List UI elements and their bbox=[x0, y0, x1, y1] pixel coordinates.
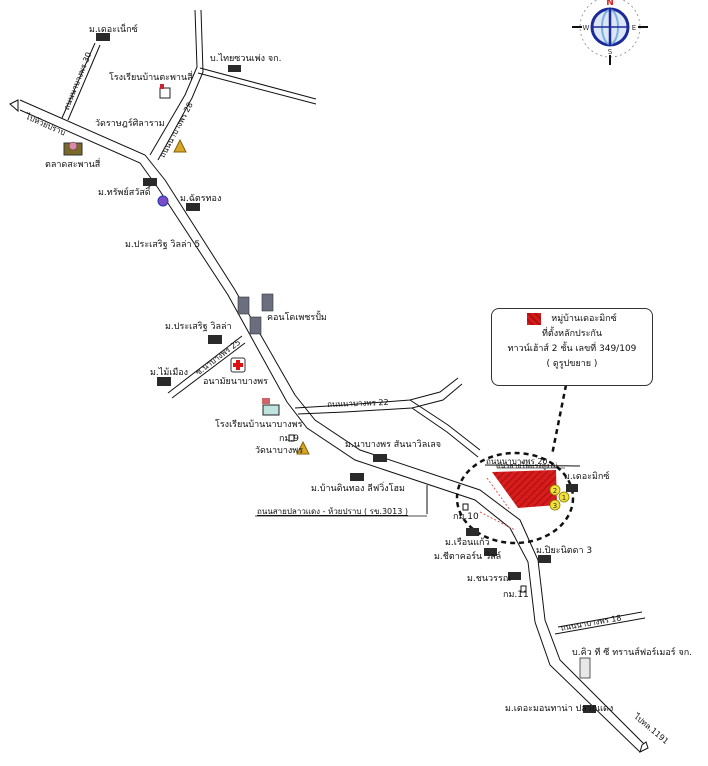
label-school-nabangphon: โรงเรียนบ้านนาบางพร bbox=[215, 420, 303, 430]
building-icons bbox=[96, 33, 596, 713]
road-soi-30 bbox=[61, 42, 101, 121]
road-thai-company bbox=[197, 67, 317, 105]
site-parcel bbox=[492, 470, 557, 508]
label-mu-maingam: ม.ไม้เมือง bbox=[150, 368, 189, 378]
marker-3-label: 3 bbox=[553, 502, 557, 510]
building-icon bbox=[143, 178, 157, 186]
site-highlight-circle bbox=[455, 451, 575, 545]
label-mu-ban-din-thong: ม.บ้านดินทอง ลีฟวิ่งโฮม bbox=[311, 484, 405, 494]
building-icon bbox=[508, 572, 521, 580]
marker-3 bbox=[549, 499, 561, 511]
label-mu-nabangphon: ม.นาบางพร สันนาวิลเลจ bbox=[345, 440, 442, 450]
km-post-icon bbox=[288, 434, 295, 442]
building-icon bbox=[157, 377, 171, 386]
label-hospital: อนามัยนาบางพร bbox=[203, 377, 268, 387]
building-icon bbox=[583, 705, 596, 713]
building-icon bbox=[466, 528, 479, 536]
label-road-20: ถนนนาบางพร 20 bbox=[486, 457, 548, 466]
company-tower-icon bbox=[579, 657, 591, 679]
label-km9: กม.9 bbox=[279, 434, 299, 444]
arrow-to-1191-icon bbox=[639, 741, 649, 753]
hospital-icon bbox=[230, 357, 246, 373]
label-mu-the-mix: ม.เดอะมิกซ์ bbox=[564, 472, 610, 482]
label-mu-piyanit3: ม.ปิยะนิตดา 3 bbox=[536, 546, 593, 556]
km-post-icon bbox=[520, 585, 527, 593]
road-18 bbox=[554, 611, 646, 635]
label-company-tt: บ.คิว ที ซี ทรานส์ฟอร์เมอร์ จก. bbox=[572, 648, 693, 658]
label-power-line: แนวสายไฟแรงสูงไม่ bbox=[496, 462, 558, 470]
label-mu-chatthong: ม.ฉัตรทอง bbox=[180, 194, 222, 204]
label-km10: กม.10 bbox=[453, 512, 479, 522]
road-20 bbox=[484, 464, 581, 467]
building-icon bbox=[228, 65, 241, 72]
main-road bbox=[19, 99, 646, 753]
marker-1 bbox=[558, 491, 570, 503]
callout-connector bbox=[550, 384, 568, 456]
condo-tower-icons bbox=[237, 293, 274, 335]
label-km11: กม.11 bbox=[503, 590, 529, 600]
label-mu-chanawan: ม.ชนวรรณ bbox=[467, 574, 512, 584]
temple-icon bbox=[173, 138, 187, 153]
road-soi-25 bbox=[167, 335, 246, 399]
compass-west-label: W bbox=[583, 24, 590, 32]
info-box-title-row: หมู่บ้านเดอะมิกซ์ bbox=[492, 312, 652, 327]
label-mu-prasertchai-5: ม.ประเสริฐ วิลล่า 5 bbox=[125, 240, 201, 250]
label-wat-burapha: วัดราษฎร์ศิลาราม bbox=[95, 119, 165, 129]
compass-east-label: E bbox=[632, 24, 636, 32]
label-mu-fenkaew: ม.ชีตาคอร์น วิลล์ bbox=[434, 552, 502, 562]
compass-rose-icon: N S W E bbox=[572, 0, 648, 65]
marker-2 bbox=[549, 484, 561, 496]
building-icon bbox=[538, 555, 551, 563]
label-market: ตลาดสะพานสี่ bbox=[45, 160, 101, 170]
property-info-box: หมู่บ้านเดอะมิกซ์ ที่ตั้งหลักประกัน ทาวน… bbox=[491, 308, 653, 386]
gas-station-icon bbox=[157, 195, 169, 207]
building-icon bbox=[186, 203, 200, 211]
info-box-address: ทาวน์เฮ้าส์ 2 ชั้น เลขที่ 349/109 bbox=[507, 344, 637, 354]
site-markers: 2 1 3 bbox=[549, 484, 570, 511]
building-icon bbox=[373, 454, 387, 462]
label-mu-prasertchai: ม.ประเสริฐ วิลล่า bbox=[165, 322, 232, 332]
label-wat-nabangphon: วัดนาบางพร bbox=[255, 446, 304, 456]
distance-arrows bbox=[479, 477, 516, 531]
building-icon bbox=[484, 548, 497, 556]
arrow-to-huai-prap-icon bbox=[9, 99, 19, 113]
info-box-see-zoom-link: ( ดูรูปขยาย ) bbox=[546, 359, 598, 369]
road-soi-28 bbox=[149, 9, 204, 161]
label-mu-the-next: ม.เดอะเน็กซ์ bbox=[89, 25, 138, 35]
school-icon bbox=[262, 398, 280, 416]
label-mu-ruenkaew: ม.เรือนแก้ว bbox=[445, 538, 490, 548]
building-icon bbox=[566, 484, 578, 492]
compass-south-label: S bbox=[608, 48, 613, 56]
info-box-village-name: หมู่บ้านเดอะมิกซ์ bbox=[551, 314, 617, 324]
label-condo: คอนโดเพชรปั้ม bbox=[267, 313, 327, 323]
building-icon bbox=[208, 335, 222, 344]
label-main-road: ถนนสายปลาวแดง - ห้วยปราบ ( รข.3013 ) bbox=[257, 507, 408, 516]
label-thai-company: บ.ไทยซวนเพ่ง จก. bbox=[210, 54, 282, 64]
building-icon bbox=[96, 33, 110, 41]
label-mu-thamma: ม.เดอะมอนทาน่า ปลวกแดง bbox=[505, 704, 614, 714]
site-legend-swatch bbox=[527, 312, 542, 325]
marker-2-label: 2 bbox=[553, 487, 557, 495]
label-school-sapanyi: โรงเรียนบ้านตะพานสี่ bbox=[109, 73, 193, 83]
road-22 bbox=[294, 377, 481, 458]
compass-north-label: N bbox=[606, 0, 614, 8]
school-icon bbox=[159, 84, 171, 99]
label-mu-sapsawat: ม.ทรัพย์สวัสดิ์ bbox=[98, 188, 151, 198]
marker-1-label: 1 bbox=[562, 494, 566, 502]
km-post-icon bbox=[462, 503, 469, 511]
market-icon bbox=[63, 141, 83, 156]
info-box-collateral-label: ที่ตั้งหลักประกัน bbox=[541, 329, 603, 339]
temple-icon bbox=[296, 440, 310, 455]
building-icon bbox=[350, 473, 364, 481]
